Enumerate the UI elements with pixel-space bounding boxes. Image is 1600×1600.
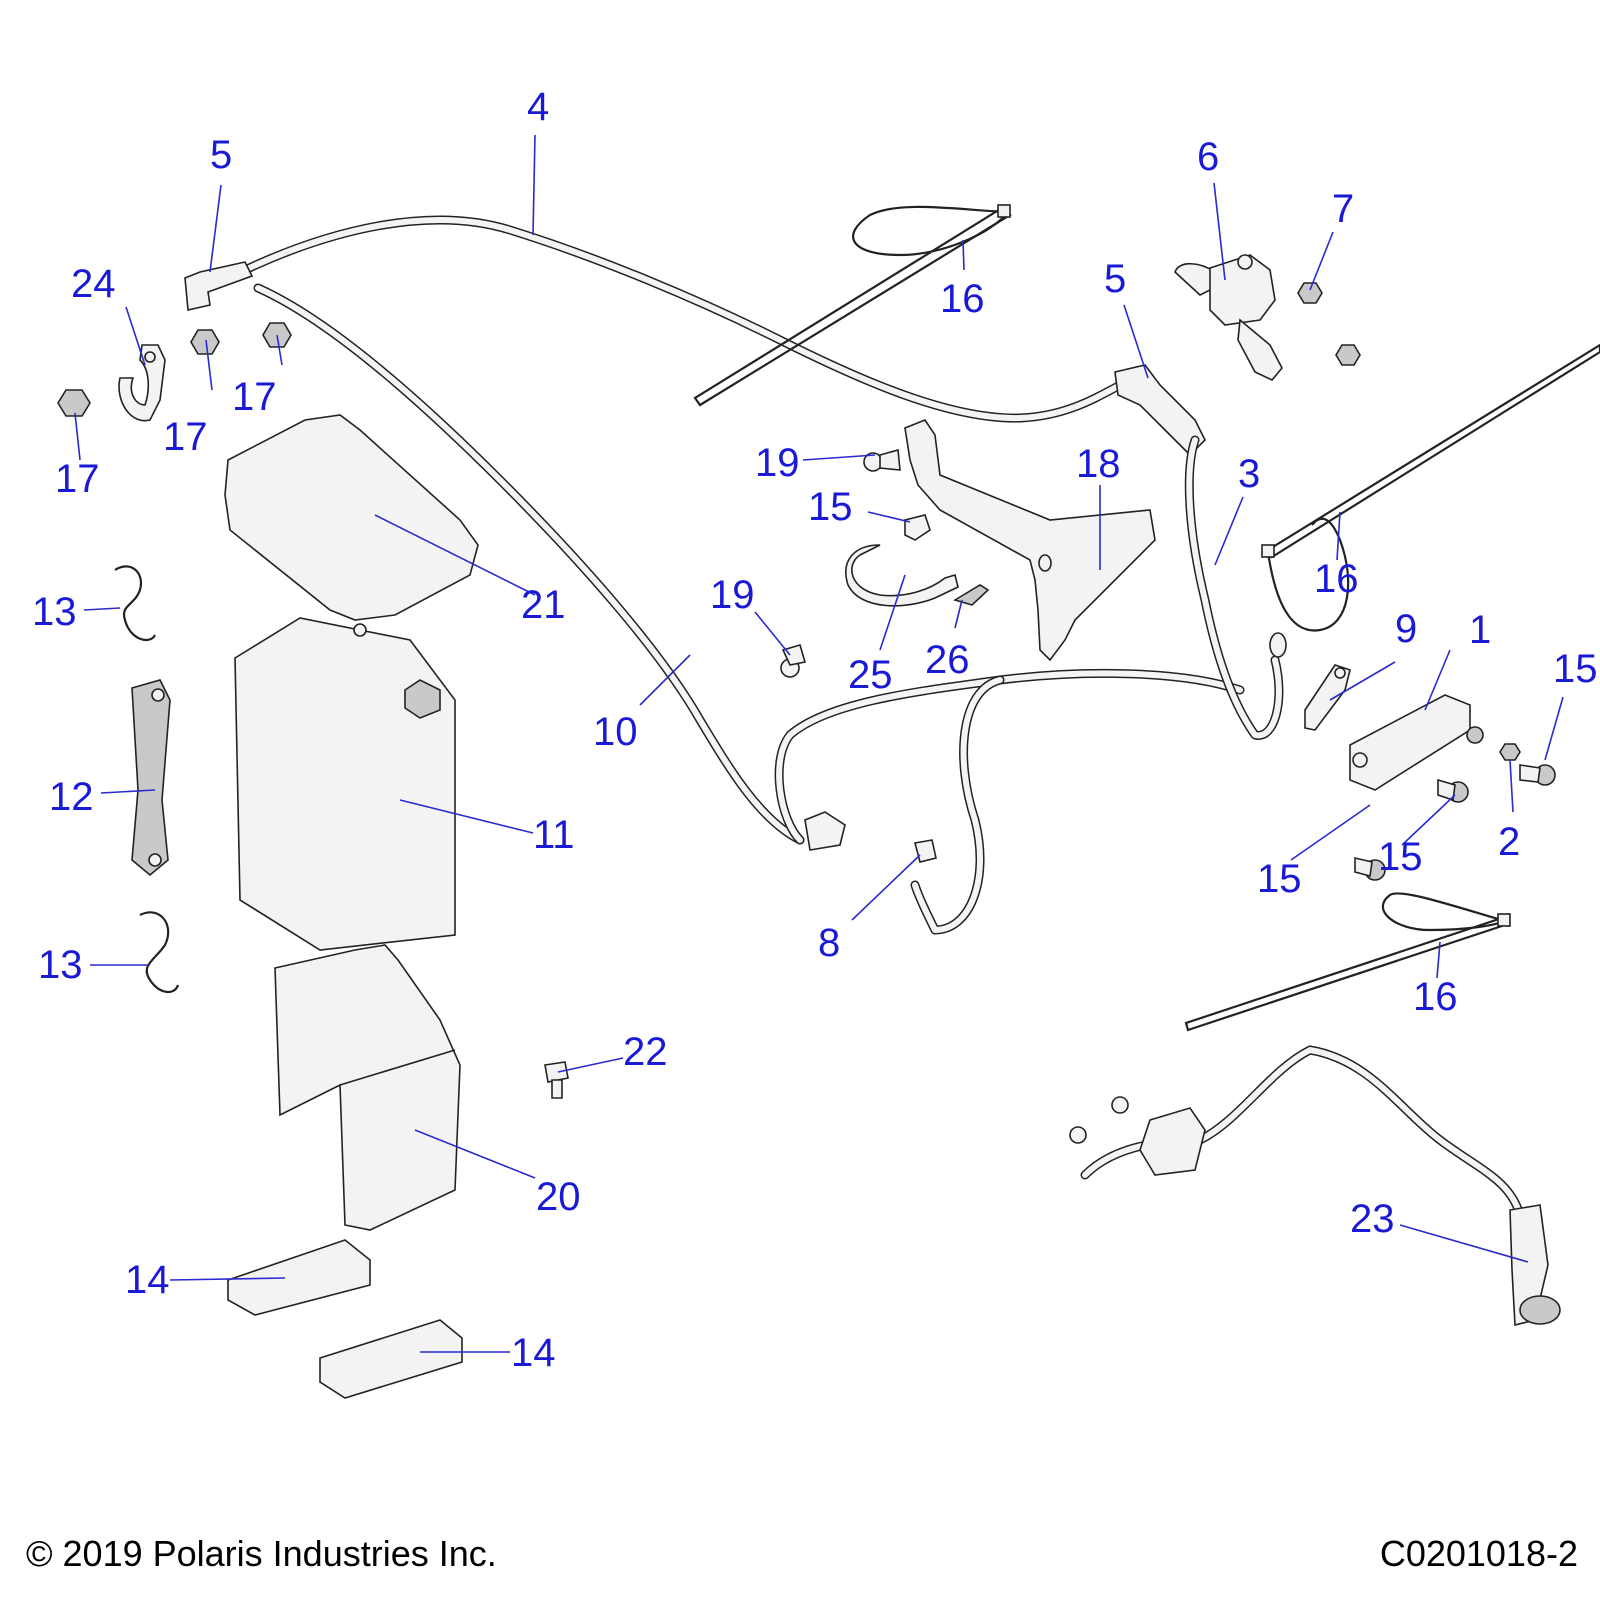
part-15-screw-lower-right xyxy=(1437,778,1469,803)
part-4-battery-cable xyxy=(240,215,1135,423)
part-25-clamp xyxy=(845,544,959,607)
callout-21: 21 xyxy=(521,583,566,627)
callout-3: 3 xyxy=(1238,452,1260,496)
callout-19-lower: 19 xyxy=(710,573,755,617)
callout-9: 9 xyxy=(1395,607,1417,651)
drawing-number: C0201018-2 xyxy=(1379,1533,1578,1574)
callout-17-middle: 17 xyxy=(163,415,208,459)
callout-17-left: 17 xyxy=(55,457,100,501)
callout-17-right: 17 xyxy=(232,375,277,419)
callout-7: 7 xyxy=(1332,187,1354,231)
callout-4: 4 xyxy=(527,85,549,129)
callout-24: 24 xyxy=(71,262,116,306)
callout-15-lower-left: 15 xyxy=(1257,857,1302,901)
part-6-solenoid xyxy=(1174,254,1283,381)
part-12-hold-down-strap xyxy=(131,679,171,877)
callout-26: 26 xyxy=(925,638,970,682)
part-8-grommet xyxy=(914,839,937,863)
part-19-pushpin-lower xyxy=(780,644,807,678)
copyright-notice: © 2019 Polaris Industries Inc. xyxy=(26,1533,497,1574)
part-16-cable-tie-right xyxy=(1261,343,1600,632)
callout-19-upper: 19 xyxy=(755,441,800,485)
callout-16-top: 16 xyxy=(940,277,985,321)
callout-13-lower: 13 xyxy=(38,943,83,987)
part-2-nut xyxy=(1499,743,1521,761)
part-19-pushpin-upper xyxy=(863,448,901,472)
part-13-clip-upper xyxy=(114,565,156,642)
part-17-nut-middle xyxy=(190,329,220,355)
part-21-battery-cover xyxy=(224,414,479,621)
callout-10: 10 xyxy=(593,710,638,754)
callout-16-bottom: 16 xyxy=(1413,975,1458,1019)
callout-12: 12 xyxy=(49,775,94,819)
callout-18: 18 xyxy=(1076,442,1121,486)
callout-5-left: 5 xyxy=(210,133,232,177)
part-16-cable-tie-top xyxy=(693,204,1012,407)
part-11-battery xyxy=(234,617,456,951)
part-15-screw-right xyxy=(1519,764,1556,786)
callout-1: 1 xyxy=(1469,608,1491,652)
callout-labels: 1 2 3 4 5 5 6 7 8 9 10 11 12 13 13 14 14… xyxy=(32,85,1598,1375)
part-22-bolt xyxy=(544,1061,569,1099)
callout-23: 23 xyxy=(1350,1197,1395,1241)
callout-6: 6 xyxy=(1197,135,1219,179)
leader-lines xyxy=(74,134,1564,1353)
part-24-strap xyxy=(118,344,166,422)
part-26-clip xyxy=(953,584,990,606)
callout-8: 8 xyxy=(818,921,840,965)
part-16-cable-tie-bottom xyxy=(1184,892,1511,1032)
part-7-nut xyxy=(1297,282,1361,366)
callout-13-upper: 13 xyxy=(32,590,77,634)
part-23-accessory-harness xyxy=(1069,1045,1561,1327)
callout-2: 2 xyxy=(1498,820,1520,864)
part-14-pad-lower xyxy=(319,1319,463,1399)
callout-15-right: 15 xyxy=(1553,647,1598,691)
part-15-screw-lower-left xyxy=(1354,856,1386,881)
part-17-nut-left xyxy=(57,389,91,417)
part-5-terminal-boot-left xyxy=(184,261,254,311)
callout-14-upper: 14 xyxy=(125,1258,170,1302)
callout-22: 22 xyxy=(623,1030,668,1074)
callout-15-lower-right: 15 xyxy=(1378,835,1423,879)
part-18-bracket xyxy=(904,419,1156,662)
callout-20: 20 xyxy=(536,1175,581,1219)
callout-16-right: 16 xyxy=(1314,557,1359,601)
callout-5-right: 5 xyxy=(1104,257,1126,301)
part-10-harness xyxy=(253,283,1245,935)
part-14-pad-upper xyxy=(227,1239,371,1316)
part-9-lug xyxy=(1304,664,1351,731)
callout-14-lower: 14 xyxy=(511,1331,556,1375)
callout-11: 11 xyxy=(533,813,575,857)
part-1-terminal-block xyxy=(1349,694,1484,791)
part-15-screw-upper xyxy=(904,514,931,541)
part-13-clip-lower xyxy=(139,911,180,993)
part-3-ground-cable xyxy=(1184,435,1287,740)
callout-25: 25 xyxy=(848,653,893,697)
part-20-battery-shield xyxy=(274,944,461,1231)
callout-15-upper: 15 xyxy=(808,485,853,529)
